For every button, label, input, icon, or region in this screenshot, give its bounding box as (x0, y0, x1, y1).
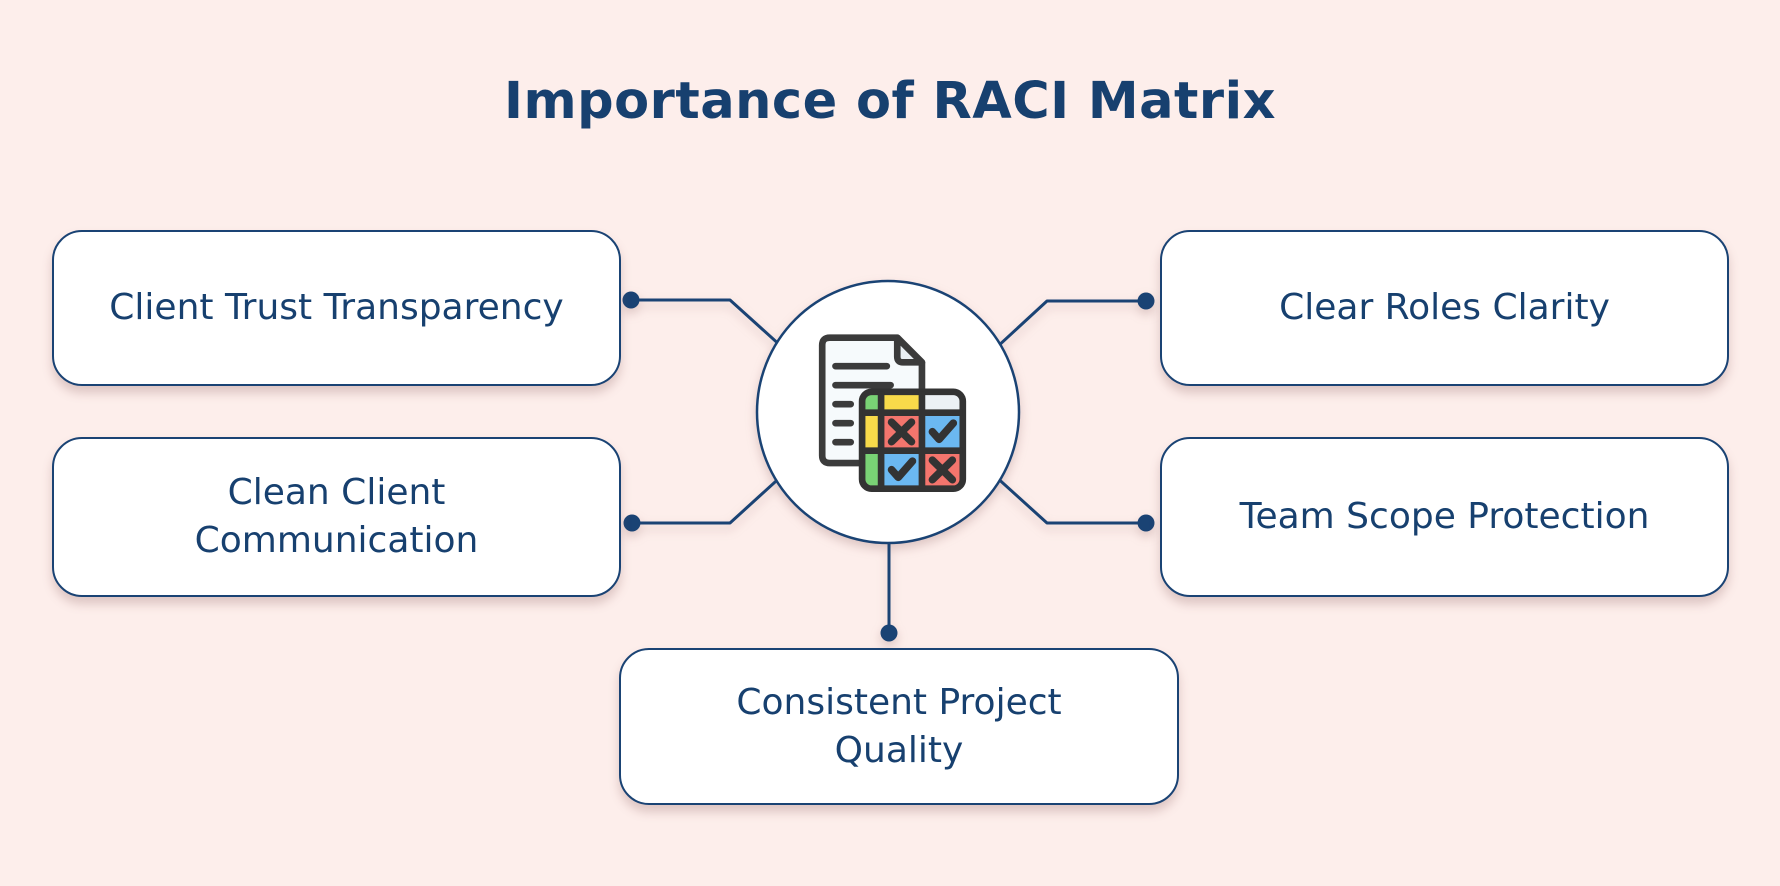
connector-dot-middle-right (1137, 514, 1155, 532)
node-clean-client-communication: Clean Client Communication (52, 437, 621, 597)
node-team-scope-protection: Team Scope Protection (1160, 437, 1729, 597)
node-label: Clean Client Communication (194, 472, 479, 561)
node-label: Client Trust Transparency (109, 287, 564, 328)
matrix-grid-lines (858, 388, 967, 493)
x-marks (887, 418, 957, 484)
check-marks (887, 419, 958, 482)
node-consistent-project-quality: Consistent Project Quality (619, 648, 1179, 805)
node-label: Clear Roles Clarity (1279, 287, 1610, 328)
node-label: Consistent Project Quality (736, 681, 1062, 771)
document-text-lines (832, 362, 894, 446)
matrix-cells (862, 391, 963, 489)
node-client-trust-transparency: Client Trust Transparency (52, 230, 621, 386)
raci-matrix-document-icon (818, 334, 967, 493)
connector-dot-middle-left (623, 514, 641, 532)
node-clear-roles-clarity: Clear Roles Clarity (1160, 230, 1729, 386)
page-title: Importance of RACI Matrix (504, 72, 1276, 131)
connector-dot-top-left (622, 291, 640, 309)
node-label: Team Scope Protection (1239, 496, 1650, 537)
connector-dot-bottom (880, 624, 898, 642)
connector-dot-top-right (1137, 292, 1155, 310)
document-fold (893, 334, 926, 366)
